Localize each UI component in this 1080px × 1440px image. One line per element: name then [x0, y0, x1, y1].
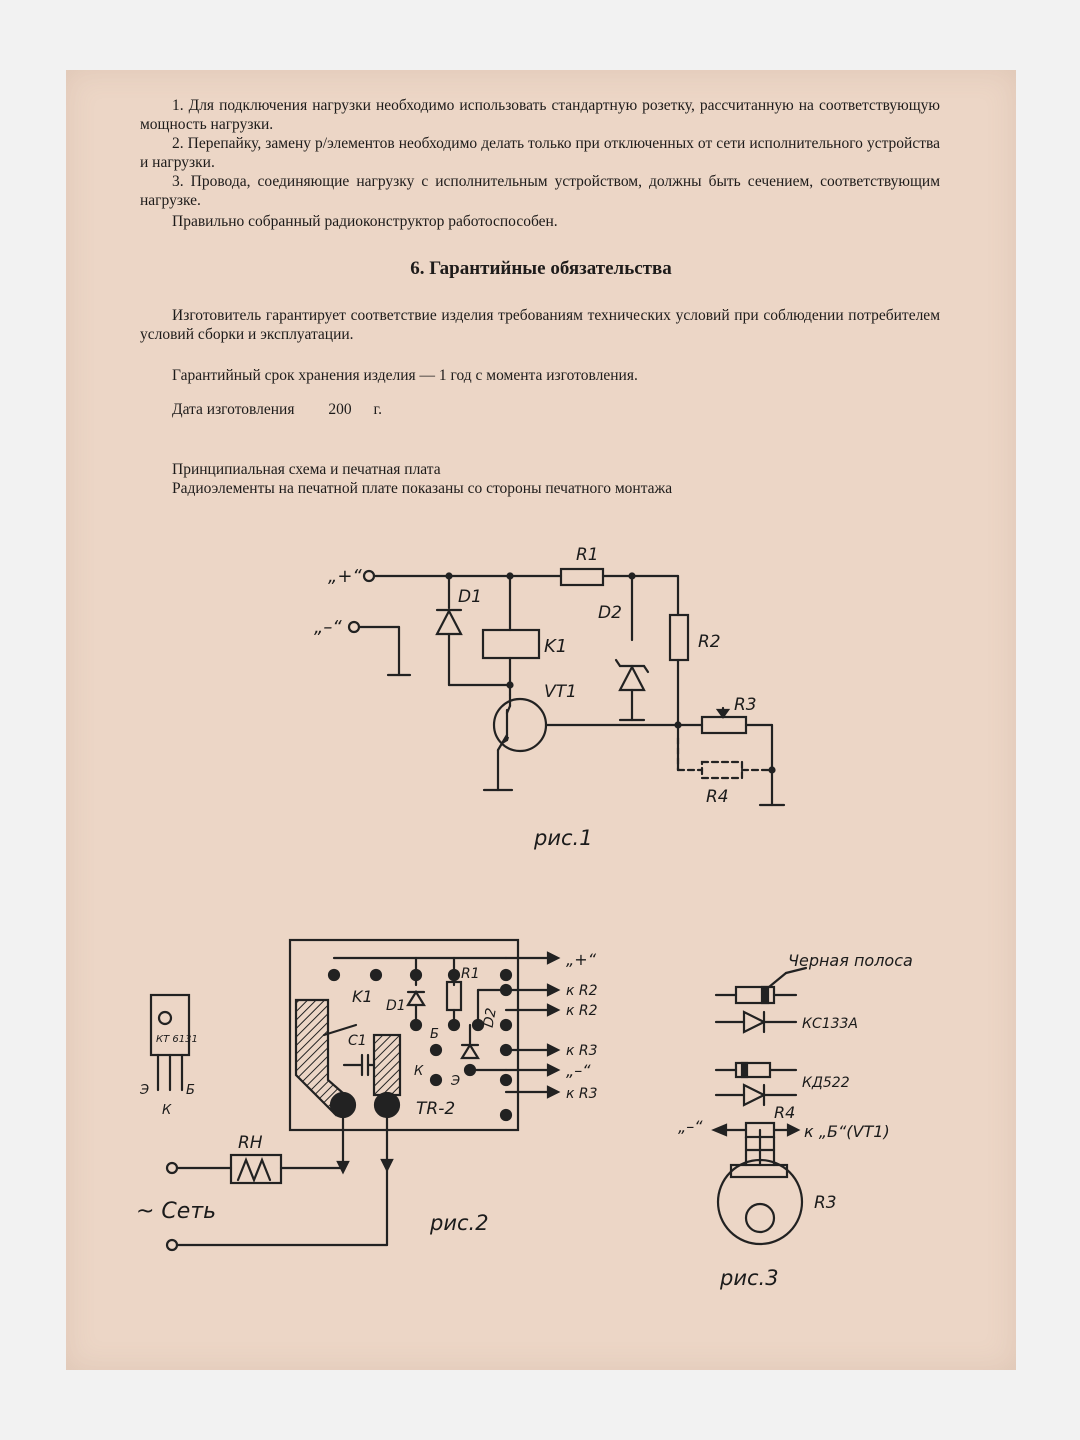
fig2-d2: D2	[481, 1007, 500, 1029]
fig2-b: Б	[430, 1027, 439, 1042]
fig1-r1: R1	[576, 545, 599, 565]
fig2-kr2-a: к R2	[566, 983, 598, 999]
fig3-components	[711, 966, 808, 1246]
fig3-r4: R4	[774, 1103, 795, 1122]
fig2-tr2: TR-2	[416, 1099, 455, 1119]
fig2-kr3-b: к R3	[566, 1086, 598, 1102]
fig2-plus: „+“	[566, 950, 597, 969]
fig2-r1: R1	[461, 966, 480, 982]
fig2-e: Э	[450, 1074, 460, 1089]
schematics-drawing: „+“ „–“ D1 K1 R1 D2 R2 VT1 R3 R4 рис.1 K…	[136, 545, 913, 1290]
fig2-rn: RН	[238, 1133, 263, 1153]
fig2-caption: рис.2	[429, 1211, 489, 1235]
shelf-life: Гарантийный срок хранения изделия — 1 го…	[172, 367, 638, 384]
fig1-circuit	[347, 567, 786, 807]
fig3-minus: „–“	[678, 1117, 703, 1136]
fig1-r4: R4	[706, 787, 729, 807]
fig2-kr3-a: к R3	[566, 1043, 598, 1059]
fig1-caption: рис.1	[533, 826, 593, 850]
fig1-plus: „+“	[328, 566, 362, 587]
guarantee-paragraph: Изготовитель гарантирует соответствие из…	[140, 307, 940, 343]
fig2-pin-e: Э	[139, 1083, 149, 1098]
fig2-pcb	[149, 938, 561, 1252]
document-page: 1. Для подключения нагрузки необходимо и…	[66, 70, 1016, 1370]
fig3-kc133a: КС133А	[802, 1016, 858, 1032]
fig1-r3: R3	[734, 695, 757, 715]
section-title: 6. Гарантийные обязательства	[410, 258, 672, 279]
fig1-d2: D2	[598, 603, 622, 623]
fig2-transistor-code: КТ 6131	[156, 1034, 198, 1045]
fig2-kr2-b: к R2	[566, 1003, 598, 1019]
instruction-2: 2. Перепайку, замену р/элементов необход…	[140, 135, 940, 171]
working-statement: Правильно собранный радиоконструктор раб…	[172, 213, 558, 230]
fig2-k: К	[414, 1064, 424, 1079]
fig1-d1: D1	[458, 587, 482, 607]
fig1-vt1: VT1	[544, 682, 577, 702]
fig3-caption: рис.3	[719, 1266, 779, 1290]
fig3-kd522: КД522	[802, 1075, 850, 1091]
guarantee-text: Изготовитель гарантирует соответствие из…	[140, 306, 940, 344]
manufacture-date: Дата изготовления 200 г.	[140, 400, 972, 419]
instruction-1: 1. Для подключения нагрузки необходимо и…	[140, 97, 940, 133]
fig2-pin-b: Б	[186, 1083, 195, 1098]
fig2-k1: K1	[352, 987, 373, 1006]
fig1-k1: K1	[544, 636, 567, 657]
date-suffix: г.	[373, 401, 382, 418]
fig2-d1: D1	[386, 998, 406, 1014]
schematic-note-2: Радиоэлементы на печатной плате показаны…	[172, 480, 673, 497]
schematic-note-1: Принципиальная схема и печатная плата	[172, 461, 441, 478]
instructions-block: 1. Для подключения нагрузки необходимо и…	[140, 96, 940, 231]
fig3-r3: R3	[814, 1193, 837, 1213]
fig1-r2: R2	[698, 632, 721, 652]
fig2-c1: C1	[348, 1033, 367, 1049]
fig3-to-b: к „Б“(VT1)	[804, 1122, 890, 1141]
schematic-notes: Принципиальная схема и печатная плата Ра…	[140, 460, 972, 498]
date-year: 200	[328, 401, 352, 418]
fig3-black-stripe: Черная полоса	[788, 951, 913, 970]
fig2-minus: „–“	[566, 1061, 591, 1080]
fig2-pin-k: К	[162, 1103, 172, 1118]
date-label: Дата изготовления	[172, 401, 295, 418]
fig1-minus: „–“	[314, 617, 342, 638]
fig2-mains: ~ Сеть	[136, 1199, 216, 1224]
instruction-3: 3. Провода, соединяющие нагрузку с испол…	[140, 173, 940, 209]
